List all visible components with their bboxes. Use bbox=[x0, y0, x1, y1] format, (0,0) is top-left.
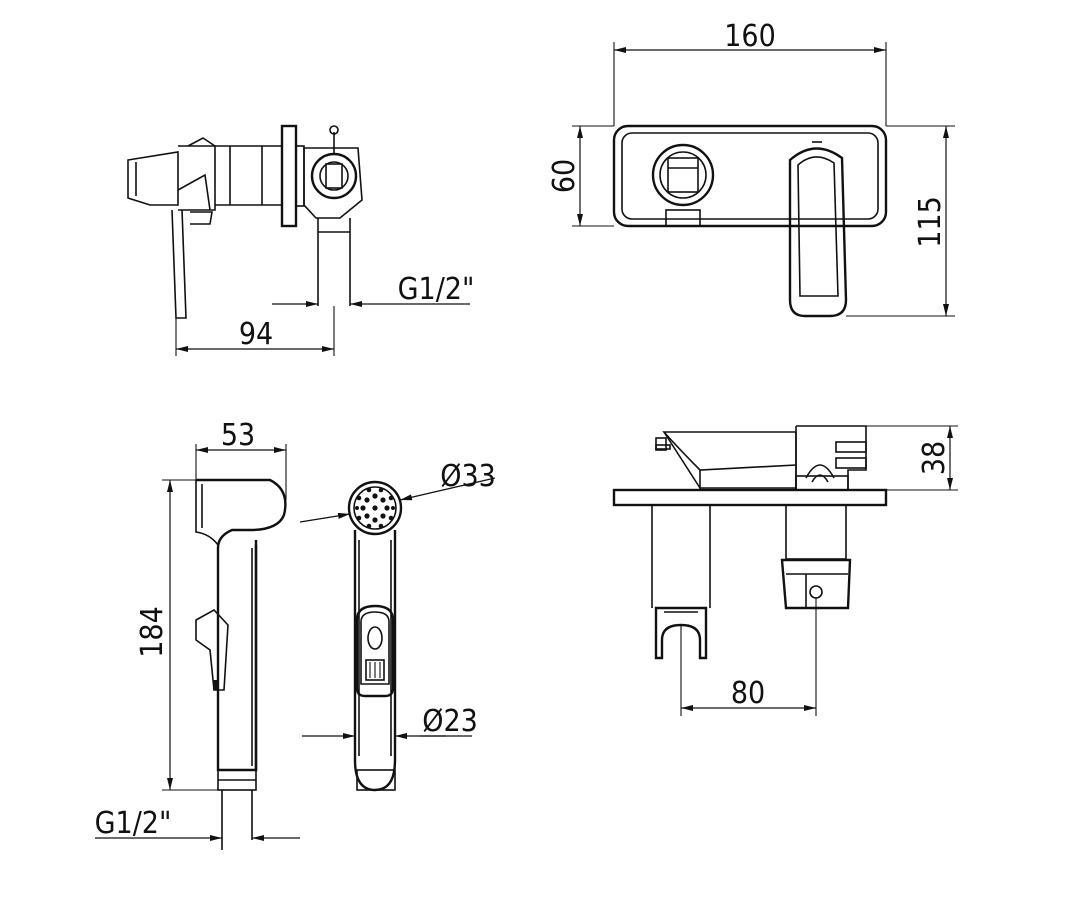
dim-label-115: 115 bbox=[913, 196, 948, 248]
dimension-60: 60 bbox=[547, 125, 614, 227]
dimension-184: 184 bbox=[135, 479, 218, 791]
dimension-53: 53 bbox=[195, 418, 287, 500]
dim-label-g12-spray: G1/2" bbox=[95, 806, 172, 841]
dimension-160: 160 bbox=[613, 19, 887, 126]
dim-label-94: 94 bbox=[239, 317, 273, 352]
dimension-g12-mixer: G1/2" bbox=[272, 272, 474, 307]
front-plate-view bbox=[612, 124, 888, 318]
dim-label-184: 184 bbox=[135, 606, 170, 658]
dimension-38: 38 bbox=[866, 425, 958, 491]
spray-front-view bbox=[347, 480, 403, 792]
dimension-g12-spray: G1/2" bbox=[95, 806, 300, 841]
dimension-d23: Ø23 bbox=[302, 704, 478, 739]
mixer-side-view bbox=[127, 124, 363, 319]
dim-label-160: 160 bbox=[724, 19, 776, 54]
dimension-94: 94 bbox=[175, 306, 335, 356]
dim-label-60: 60 bbox=[547, 159, 582, 193]
dim-label-38: 38 bbox=[917, 441, 952, 475]
dim-label-d33: Ø33 bbox=[440, 459, 496, 494]
dim-label-53: 53 bbox=[221, 418, 255, 453]
top-view bbox=[612, 425, 888, 660]
dimension-d33: Ø33 bbox=[299, 459, 496, 523]
dim-label-d23: Ø23 bbox=[422, 704, 478, 739]
spray-side-view bbox=[195, 478, 287, 850]
dimension-115: 115 bbox=[846, 125, 955, 317]
dimension-80: 80 bbox=[680, 598, 817, 716]
dim-label-80: 80 bbox=[731, 676, 765, 711]
dim-label-g12-mixer: G1/2" bbox=[398, 272, 475, 307]
